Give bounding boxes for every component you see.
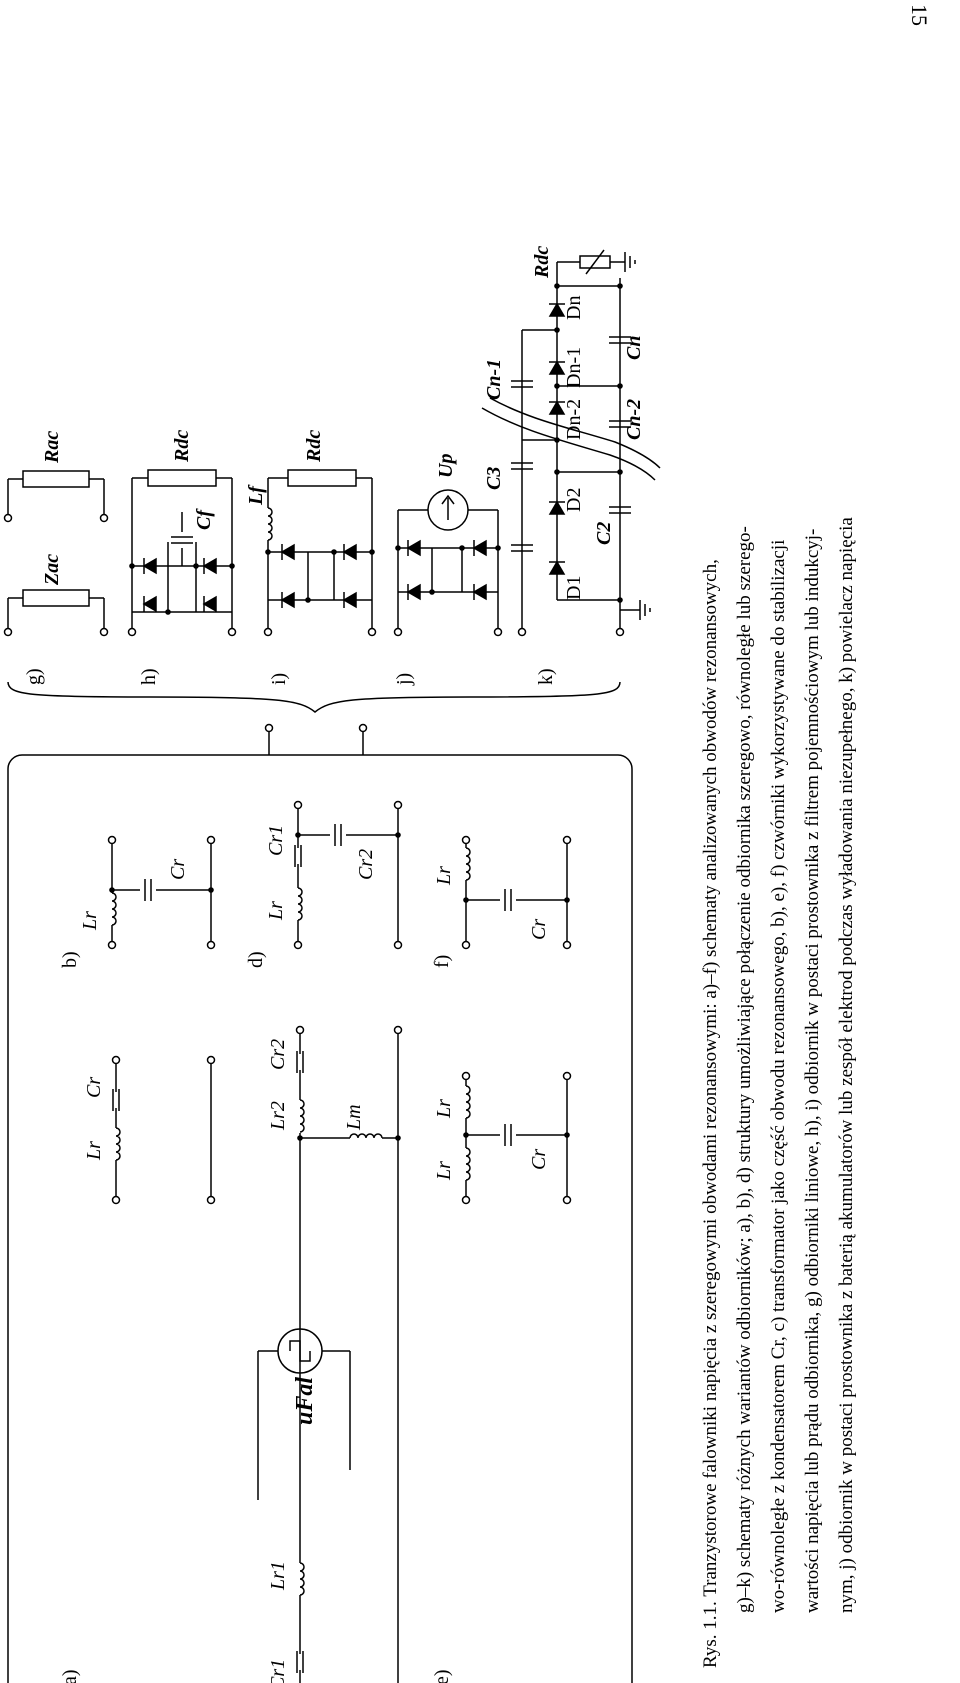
label-k-Cn1: Cn-1 bbox=[483, 359, 505, 400]
label-k-Cn: Cn bbox=[623, 336, 645, 360]
label-j-Up: Up bbox=[435, 454, 457, 478]
label-k-Rdc: Rdc bbox=[531, 246, 553, 279]
caption-line: Rys. 1.1. Tranzystorowe falowniki napięc… bbox=[700, 559, 721, 1668]
label-e-Cr: Cr bbox=[528, 1149, 550, 1170]
label-i-Lf: Lf bbox=[245, 484, 267, 506]
label-d-Cr1: Cr1 bbox=[265, 825, 287, 856]
label-b-Cr: Cr bbox=[167, 859, 189, 880]
label-c-Cr2: Cr2 bbox=[267, 1039, 289, 1070]
label-c-Lm: Lm bbox=[343, 1104, 365, 1131]
label-e: e) bbox=[431, 1669, 453, 1683]
circuit-i: i) Lf Rdc bbox=[245, 430, 377, 685]
inverter-block bbox=[7, 681, 633, 1683]
circuit-k: k) bbox=[481, 246, 661, 685]
circuit-f: f) Lr Cr bbox=[431, 835, 572, 968]
label-c-Lr1: Lr1 bbox=[267, 1561, 289, 1591]
label-g-Zac: Zac bbox=[41, 554, 63, 586]
label-a: a) bbox=[59, 1669, 81, 1683]
label-k: k) bbox=[535, 668, 557, 685]
label-i-Rdc: Rdc bbox=[303, 430, 325, 463]
circuit-b: b) Lr Cr bbox=[59, 835, 216, 968]
label-f: f) bbox=[431, 955, 453, 968]
source-ufal: uFal bbox=[257, 1328, 351, 1500]
label-f-Cr: Cr bbox=[528, 919, 550, 940]
label-g-Rac: Rac bbox=[41, 431, 63, 464]
circuit-d: d) Lr Cr1 Cr2 bbox=[245, 800, 403, 968]
label-e-Lr1: Lr bbox=[433, 1161, 455, 1181]
label-k-Dn2: Dn-2 bbox=[563, 399, 585, 440]
label-j: j) bbox=[393, 673, 415, 686]
caption-line: nym, j) odbiornik w postaci prostownika … bbox=[836, 517, 857, 1613]
label-a-Lr: Lr bbox=[83, 1141, 105, 1161]
circuit-h: h) Cf Rdc bbox=[127, 430, 237, 685]
label-k-Dn1: Dn-1 bbox=[563, 347, 585, 388]
caption-line: wartości napięcia lub prądu odbiornika, … bbox=[802, 528, 823, 1613]
label-g: g) bbox=[23, 668, 45, 685]
label-k-C3: C3 bbox=[483, 467, 505, 490]
label-d-Lr: Lr bbox=[265, 901, 287, 921]
circuit-a: a) Lr Cr bbox=[59, 1055, 216, 1683]
label-h: h) bbox=[138, 668, 160, 685]
label-k-Dn: Dn bbox=[563, 296, 585, 320]
label-i: i) bbox=[268, 673, 290, 685]
label-f-Lr: Lr bbox=[433, 866, 455, 886]
figure-caption: Rys. 1.1. Tranzystorowe falowniki napięc… bbox=[700, 23, 930, 1668]
caption-line: wo-równoległe z kondensatorem Cr, c) tra… bbox=[768, 539, 789, 1613]
label-k-C2: C2 bbox=[593, 522, 615, 545]
label-ufal: uFal bbox=[292, 1377, 318, 1425]
label-c-Lr2: Lr2 bbox=[267, 1101, 289, 1131]
circuit-e: e) Lr Lr Cr bbox=[431, 1071, 572, 1683]
label-d: d) bbox=[245, 951, 267, 968]
label-b: b) bbox=[59, 951, 81, 968]
label-h-Rdc: Rdc bbox=[171, 430, 193, 463]
label-k-Cn2: Cn-2 bbox=[623, 399, 645, 440]
label-b-Lr: Lr bbox=[79, 911, 101, 931]
circuit-j: j) Up bbox=[393, 454, 503, 686]
label-e-Lr2: Lr bbox=[433, 1099, 455, 1119]
label-a-Cr: Cr bbox=[83, 1077, 105, 1098]
circuit-g: g) Zac Rac bbox=[3, 431, 109, 685]
circuit-c: c) Cr1 Lr1 Lr2 Cr2 Lm bbox=[267, 1025, 403, 1683]
label-k-D2: D2 bbox=[563, 488, 585, 512]
label-h-Cf: Cf bbox=[193, 508, 215, 530]
label-c-Cr1: Cr1 bbox=[267, 1659, 289, 1683]
caption-line: g)–k) schematy różnych wariantów odbiorn… bbox=[734, 526, 755, 1613]
label-d-Cr2: Cr2 bbox=[355, 849, 377, 880]
label-k-D1: D1 bbox=[563, 576, 585, 600]
